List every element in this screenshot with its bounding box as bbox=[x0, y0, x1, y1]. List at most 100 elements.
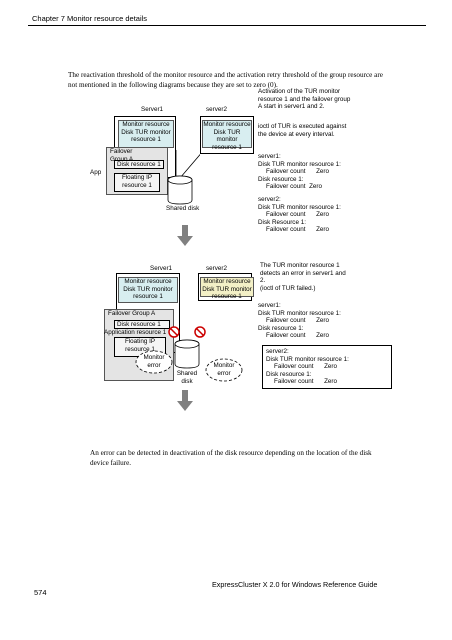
resource-1-label: resource 1 bbox=[133, 293, 163, 301]
server1-frame bbox=[114, 116, 176, 178]
resource-1-fip: resource 1 bbox=[125, 345, 155, 353]
shared-disk-label: Shared disk bbox=[166, 205, 200, 212]
count-value: Zero bbox=[316, 168, 330, 176]
floating-ip-resource: Floating IP resource 1 bbox=[114, 173, 160, 192]
header-divider bbox=[28, 25, 426, 26]
status-line: Disk TUR monitor resource 1: bbox=[258, 160, 341, 168]
status-line: Disk resource 1: bbox=[266, 370, 312, 378]
server2-label: server2 bbox=[206, 265, 227, 272]
count-label: Failover count bbox=[274, 363, 314, 371]
count-value: Zero bbox=[316, 226, 330, 234]
count-value: Zero bbox=[309, 183, 323, 191]
server1-label: Server1 bbox=[141, 106, 164, 113]
status-server-name: server2: bbox=[266, 348, 289, 355]
status-line: Disk TUR monitor resource 1: bbox=[258, 203, 341, 211]
outro-paragraph: An error can be detected in deactivation… bbox=[90, 449, 372, 467]
count-label: Failover count bbox=[266, 183, 306, 191]
count-label: Failover count bbox=[266, 211, 306, 219]
note-line: 2. bbox=[260, 277, 266, 285]
status-count-row: Failover count Zero bbox=[258, 226, 388, 234]
monitor-resource-label: Monitor resource bbox=[122, 121, 170, 128]
monitor-error-text: Monitor bbox=[143, 354, 165, 361]
application-resource-label: Application resource 1 bbox=[104, 329, 167, 336]
footer-title: ExpressCluster X 2.0 for Windows Referen… bbox=[212, 580, 378, 589]
monitor-resource-label-2: Monitor resource bbox=[203, 121, 251, 128]
server2-status: server2: Disk TUR monitor resource 1: Fa… bbox=[258, 196, 388, 234]
disk-tur-monitor-label-2: Disk TUR monitor bbox=[202, 285, 252, 293]
note-line: detects an error in server1 and bbox=[260, 269, 346, 277]
count-label: Failover count bbox=[266, 317, 306, 325]
resource-1-label-2: resource 1 bbox=[212, 293, 242, 300]
count-value: Zero bbox=[316, 332, 330, 340]
app-label: App bbox=[90, 169, 102, 176]
monitor-resource-label-2: Monitor resource bbox=[203, 278, 251, 285]
failover-label: Failover bbox=[110, 148, 133, 155]
status-server-name: server1: bbox=[258, 153, 281, 160]
status-line: Disk TUR monitor resource 1: bbox=[266, 355, 349, 363]
monitor-error-burst-icon bbox=[135, 350, 173, 374]
floating-ip-label: Floating IP bbox=[121, 174, 153, 181]
resource-1-label-2: resource 1 bbox=[212, 143, 242, 151]
note-error-detected: The TUR monitor resource 1 detects an er… bbox=[260, 262, 388, 292]
note-line: ioctl of TUR is executed against bbox=[258, 123, 347, 130]
status-line: Disk Resource 1: bbox=[258, 218, 306, 226]
server2-label: server2 bbox=[206, 106, 227, 113]
monitor-error-text: error bbox=[217, 369, 231, 377]
note-line: resource 1 and the failover group bbox=[258, 95, 351, 103]
monitor-error-label-2: Monitor error bbox=[206, 362, 242, 377]
count-label: Failover count bbox=[274, 378, 314, 386]
failover-group-label: Failover Group A bbox=[108, 310, 156, 317]
count-label: Failover count bbox=[266, 226, 306, 234]
monitor-resource-server1: Monitor resource Disk TUR monitor resour… bbox=[118, 277, 178, 303]
note-ioctl: ioctl of TUR is executed against the dev… bbox=[258, 123, 390, 138]
note-line: (ioctl of TUR failed.) bbox=[260, 284, 316, 292]
disk-resource-1: Disk resource 1 bbox=[114, 160, 164, 169]
status-count-row: Failover count Zero bbox=[258, 183, 388, 191]
note-line: The TUR monitor resource 1 bbox=[260, 262, 340, 269]
count-value: Zero bbox=[324, 378, 338, 386]
status-count-row: Failover count Zero bbox=[258, 168, 388, 176]
status-line: Disk resource 1: bbox=[258, 324, 304, 332]
server1-label: Server1 bbox=[150, 265, 173, 272]
disk-tur-monitor-label: Disk TUR monitor bbox=[121, 128, 171, 136]
note-activation: Activation of the TUR monitor resource 1… bbox=[258, 88, 390, 111]
note-line: A start in server1 and 2. bbox=[258, 103, 325, 111]
monitor-error-text: error bbox=[147, 361, 161, 369]
monitor-resource-server2: Monitor resource Disk TUR monitor resour… bbox=[202, 120, 252, 151]
status-server-name: server2: bbox=[258, 196, 281, 203]
server1-frame bbox=[116, 273, 180, 353]
down-arrow-icon bbox=[177, 390, 193, 411]
count-label: Failover count bbox=[266, 168, 306, 176]
intro-paragraph: The reactivation threshold of the monito… bbox=[68, 71, 383, 89]
disk-resource-1: Disk resource 1 bbox=[114, 320, 170, 329]
failover-group-a: Failover Group A bbox=[104, 309, 174, 381]
server2-frame bbox=[200, 116, 254, 154]
server2-status: server2: Disk TUR monitor resource 1: Fa… bbox=[262, 345, 392, 389]
server2-frame bbox=[198, 273, 252, 301]
page-number: 574 bbox=[34, 588, 47, 597]
count-value: Zero bbox=[316, 211, 330, 219]
status-line: Disk TUR monitor resource 1: bbox=[258, 309, 341, 317]
note-line: the device at every interval. bbox=[258, 130, 335, 138]
prohibited-icon bbox=[194, 326, 206, 338]
status-count-row: Failover count Zero bbox=[258, 317, 388, 325]
status-line: Disk resource 1: bbox=[258, 175, 304, 183]
count-label: Failover count bbox=[266, 332, 306, 340]
floating-ip-label: Floating IP bbox=[124, 338, 156, 345]
shared-disk-label: Shared disk bbox=[172, 370, 202, 385]
floating-ip-resource: Floating IP resource 1 bbox=[114, 337, 166, 357]
monitor-error-label-1: Monitor error bbox=[136, 354, 172, 369]
monitor-resource-server1: Monitor resource Disk TUR monitor resour… bbox=[118, 120, 174, 148]
status-server-name: server1: bbox=[258, 302, 281, 309]
monitor-error-text: Monitor bbox=[213, 362, 235, 369]
disk-tur-monitor-label: Disk TUR monitor bbox=[123, 285, 173, 293]
resource-1-fip: resource 1 bbox=[122, 181, 152, 189]
resource-1-label: resource 1 bbox=[131, 136, 161, 144]
shared-text: Shared bbox=[176, 370, 198, 377]
disk-text: disk bbox=[181, 377, 193, 385]
server1-status: server1: Disk TUR monitor resource 1: Fa… bbox=[258, 153, 388, 191]
monitor-resource-server2: Monitor resource Disk TUR monitor bbox=[200, 277, 254, 297]
status-count-row: Failover count Zero bbox=[258, 211, 388, 219]
